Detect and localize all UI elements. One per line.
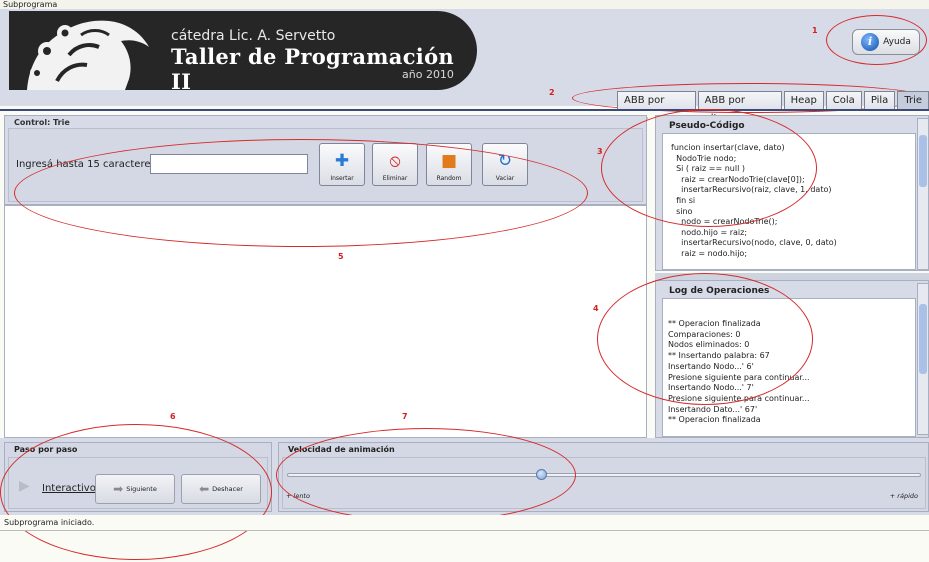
control-title: Control: Trie (14, 118, 70, 127)
pseudocode-line: insertarRecursivo(nodo, clave, 0, dato) (671, 238, 837, 248)
header-divider (0, 109, 929, 111)
info-icon: i (861, 33, 880, 51)
annotation-ellipse-3 (601, 109, 817, 227)
banner-catedra: cátedra Lic. A. Servetto (171, 28, 336, 44)
annotation-4: 4 (593, 304, 599, 313)
tab-abb-peso[interactable]: ABB por peso (617, 91, 696, 124)
tab-abb-altura[interactable]: ABB por altura (697, 91, 782, 124)
scroll-thumb[interactable] (919, 304, 927, 374)
header: cátedra Lic. A. Servetto Taller de Progr… (0, 9, 929, 113)
annotation-5: 5 (338, 252, 344, 261)
tab-pila[interactable]: Pila (863, 91, 896, 110)
annotation-ellipse-6 (0, 424, 272, 560)
pseudocode-scrollbar[interactable] (917, 118, 929, 270)
right-panel: Pseudo-Código funcion insertar(clave, da… (593, 109, 929, 438)
status-bar: Subprograma iniciado. (0, 515, 929, 531)
log-line: ** Operacion finalizada (668, 415, 761, 425)
scroll-thumb[interactable] (919, 135, 927, 187)
annotation-ellipse-7 (276, 428, 576, 522)
annotation-ellipse-5 (14, 139, 588, 247)
annotation-3: 3 (597, 147, 603, 156)
annotation-ellipse-1 (826, 15, 927, 65)
log-scrollbar[interactable] (917, 283, 929, 435)
tab-trie[interactable]: Trie (897, 91, 929, 110)
panel-splitter[interactable] (655, 273, 929, 280)
banner: cátedra Lic. A. Servetto Taller de Progr… (9, 11, 477, 90)
structure-tabs: ABB por peso ABB por altura Heap Cola Pi… (617, 91, 929, 124)
banner-year: año 2010 (402, 68, 454, 81)
banner-title: Taller de Programación II (171, 44, 454, 90)
window-title: Subprograma (0, 0, 929, 9)
annotation-1: 1 (812, 26, 818, 35)
pseudocode-line: raiz = nodo.hijo; (671, 248, 748, 258)
annotation-7: 7 (402, 412, 408, 421)
pseudocode-line: nodo.hijo = raiz; (671, 227, 748, 237)
annotation-6: 6 (170, 412, 176, 421)
log-line: Insertando Dato...' 67' (668, 404, 758, 414)
minerva-logo (27, 20, 149, 90)
annotation-2: 2 (549, 88, 555, 97)
annotation-ellipse-4 (597, 273, 813, 405)
left-panel: Control: Trie Ingresá hasta 15 caractere… (4, 115, 647, 438)
tab-heap[interactable]: Heap (783, 91, 824, 110)
help-button[interactable]: i Ayuda (852, 29, 920, 55)
fast-label: + rápido (889, 492, 918, 500)
tab-cola[interactable]: Cola (825, 91, 862, 110)
bottom-panel: Paso por paso ▶ Interactivo ➡ Siguiente … (0, 412, 929, 560)
help-button-label: Ayuda (883, 37, 911, 47)
